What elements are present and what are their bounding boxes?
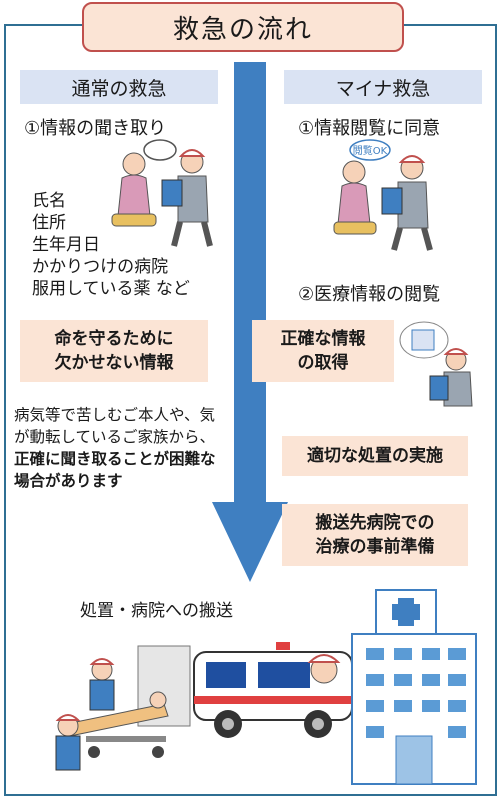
- accurate-info-line2: の取得: [297, 353, 349, 373]
- ambulance-illustration: [193, 642, 353, 738]
- page-title: 救急の流れ: [82, 2, 404, 52]
- info-list: 氏名 住所 生年月日 かかりつけの病院 服用している薬 など: [32, 190, 190, 300]
- viewing-illustration: [399, 321, 473, 407]
- consent-illustration: 閲覧OK: [333, 139, 433, 251]
- hospital-illustration: [351, 589, 477, 785]
- hearing-illustration: [111, 139, 213, 247]
- difficulty-note: 病気等で苦しむご本人や、気が動転しているご家族から、正確に聞き取ることが困難な場…: [14, 404, 229, 492]
- essential-info-line2: 欠かせない情報: [54, 353, 174, 373]
- accurate-info-box: 正確な情報 の取得: [252, 320, 394, 382]
- info-item: 住所: [32, 213, 66, 233]
- normal-ems-header: 通常の救急: [20, 70, 218, 104]
- info-item: かかりつけの病院: [32, 257, 169, 277]
- info-item: 服用している薬 など: [32, 279, 190, 299]
- essential-info-box: 命を守るために 欠かせない情報: [20, 320, 208, 382]
- essential-info-line1: 命を守るために: [54, 329, 174, 349]
- step-consent: ①情報閲覧に同意: [298, 118, 441, 139]
- hospital-prep-box: 搬送先病院での 治療の事前準備: [282, 504, 468, 566]
- info-item: 氏名: [32, 191, 66, 211]
- info-item: 生年月日: [32, 235, 100, 255]
- hospital-prep-line2: 治療の事前準備: [315, 537, 435, 557]
- hospital-prep-line1: 搬送先病院での: [315, 513, 435, 533]
- myna-ems-header: マイナ救急: [284, 70, 482, 104]
- stretcher-illustration: [55, 645, 191, 771]
- proper-treatment-box: 適切な処置の実施: [282, 436, 468, 476]
- consent-speech-text: 閲覧OK: [353, 145, 388, 157]
- flow-arrow: [212, 62, 288, 582]
- step-view-medical-info: ②医療情報の閲覧: [298, 284, 441, 305]
- note-bold: 正確に聞き取ることが困難な場合があります: [14, 450, 216, 490]
- accurate-info-line1: 正確な情報: [280, 329, 366, 349]
- note-plain: 病気等で苦しむご本人や、気が動転しているご家族から、: [14, 406, 216, 446]
- step-hearing: ①情報の聞き取り: [24, 118, 167, 139]
- transport-label: 処置・病院への搬送: [80, 601, 233, 621]
